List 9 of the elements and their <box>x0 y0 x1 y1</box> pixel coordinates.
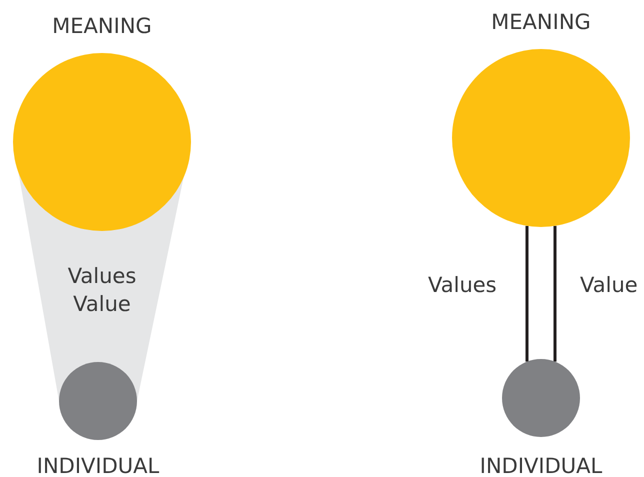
connector-line <box>554 226 556 362</box>
circle-heading: MEANING <box>51 13 153 40</box>
circle-caption: INDIVIDUAL <box>478 453 604 477</box>
connector-line <box>526 226 528 362</box>
edge-label: Values <box>428 272 497 299</box>
circle-heading: MEANING <box>490 9 592 36</box>
edge-label: Value <box>580 272 638 299</box>
cone-label: Values Value <box>66 263 138 318</box>
circle-caption: INDIVIDUAL <box>36 453 160 477</box>
